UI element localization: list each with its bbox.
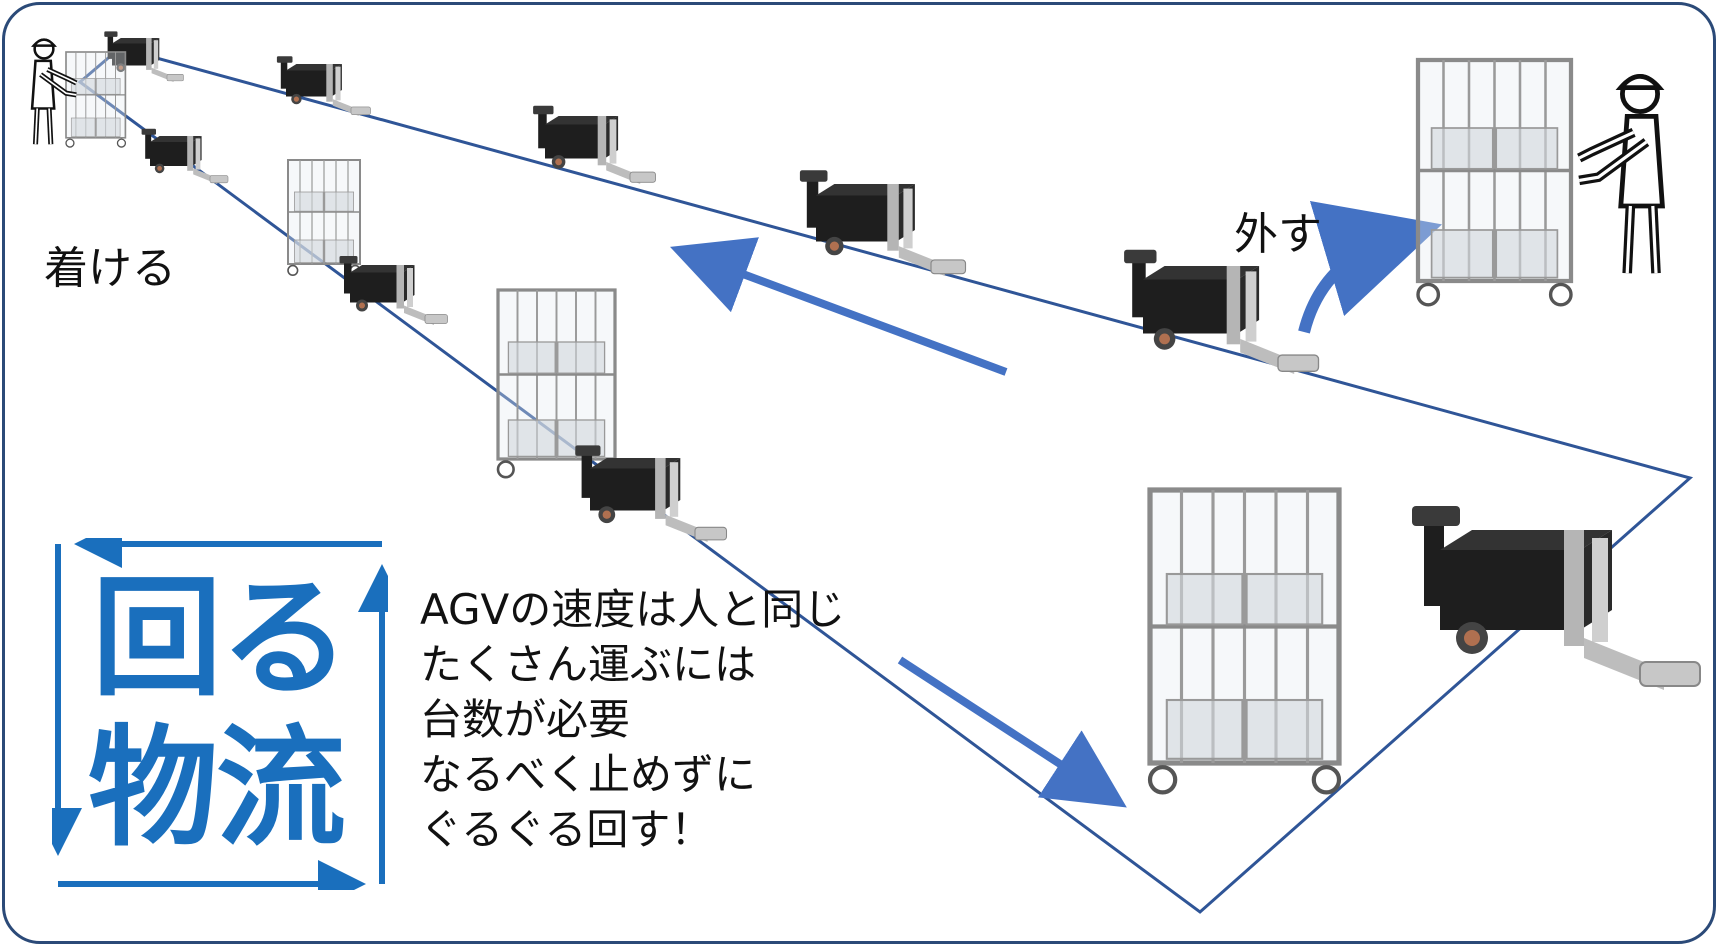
agv-icon [1411, 505, 1701, 691]
agv-icon [532, 105, 656, 185]
agv-icon [276, 55, 371, 117]
flow-arrow-outbound [897, 656, 1127, 808]
badge-title-line1: 回る [92, 562, 350, 714]
attach-label: 着ける [44, 243, 176, 294]
badge-title-line2: 物流 [88, 712, 346, 864]
note-line: 台数が必要 [420, 695, 631, 744]
worker-pushing-icon [1579, 76, 1662, 273]
roll-cage-cart-icon [1150, 490, 1339, 792]
note-line: なるべく止めずに [420, 750, 757, 799]
note-line: ぐるぐる回す！ [420, 805, 713, 854]
agv-icon [1123, 249, 1320, 375]
detach-label: 外す [1234, 209, 1322, 260]
note-line: たくさん運ぶには [420, 640, 757, 689]
explanation-note: AGVの速度は人と同じ たくさん運ぶには 台数が必要 なるべく止めずに ぐるぐる… [420, 582, 845, 857]
roll-cage-cart-icon [1418, 60, 1571, 305]
circulating-logistics-badge: 回る 物流 [52, 538, 388, 890]
loop-arrows-icon [52, 538, 388, 890]
flow-arrow-detach [1298, 201, 1443, 334]
note-line: AGVの速度は人と同じ [420, 585, 846, 634]
roll-cage-cart-icon [65, 51, 127, 148]
agv-icon [799, 169, 967, 277]
flow-arrow-return [670, 237, 1008, 376]
